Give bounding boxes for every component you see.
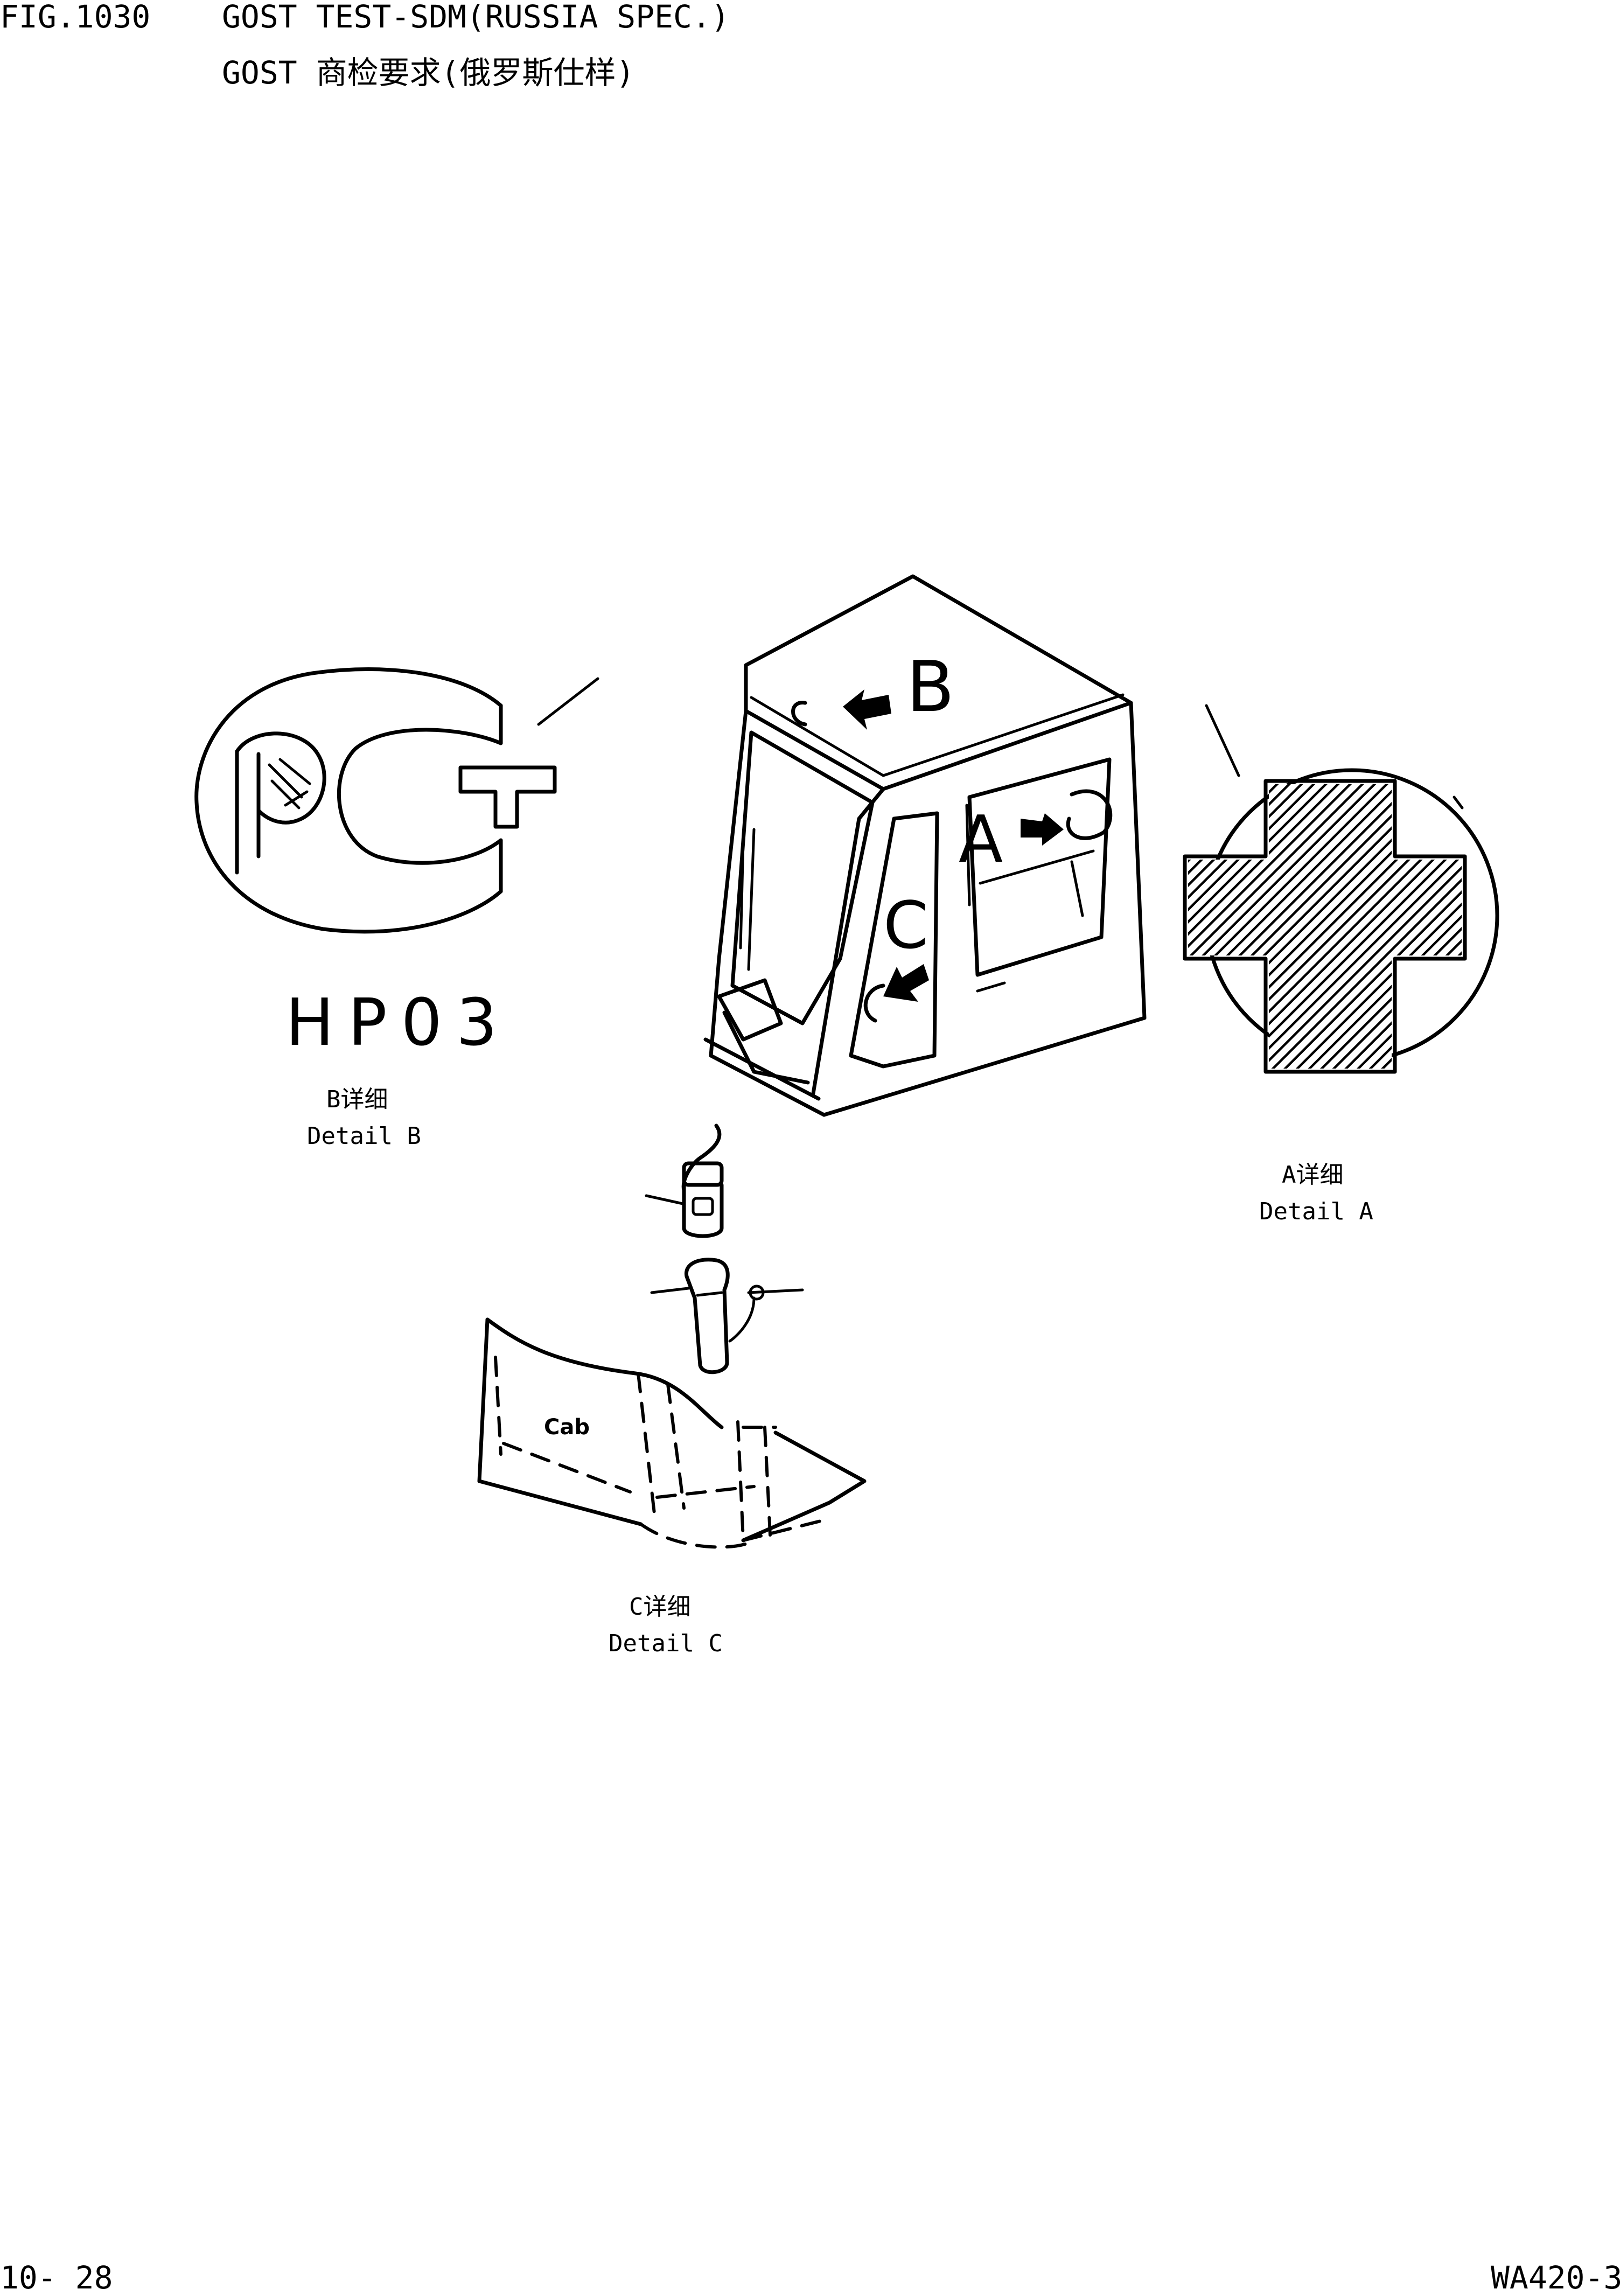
fire-extinguisher bbox=[645, 1123, 724, 1238]
detail-c-label-english: Detail C bbox=[609, 1630, 723, 1657]
callout-arrow-b bbox=[791, 689, 891, 730]
gost-pct-logo bbox=[194, 667, 599, 934]
figure-number: FIG.1030 bbox=[0, 0, 151, 35]
detail-a-leader-line bbox=[1205, 704, 1240, 777]
cab-drawing bbox=[703, 574, 1147, 1117]
callout-arrow-c bbox=[863, 964, 929, 1023]
callout-letter-c: C bbox=[883, 889, 928, 964]
figure-title-english: GOST TEST-SDM(RUSSIA SPEC.) bbox=[222, 0, 730, 35]
callout-arrow-a bbox=[1021, 789, 1113, 846]
cab-section-text: Cab bbox=[544, 1415, 590, 1440]
detail-a-label-english: Detail A bbox=[1259, 1198, 1373, 1225]
emergency-hammer bbox=[650, 1258, 804, 1374]
detail-b-label-english: Detail B bbox=[307, 1122, 421, 1150]
callout-letter-a: A bbox=[959, 802, 1003, 877]
detail-b-label-chinese: B详细 bbox=[326, 1086, 388, 1113]
detail-b-marking: HP03 bbox=[285, 986, 512, 1060]
page-number: 10- 28 bbox=[0, 2259, 113, 2296]
callout-letter-b: B bbox=[906, 646, 955, 728]
figure-title-chinese: GOST 商检要求(俄罗斯仕样) bbox=[222, 54, 635, 91]
cab-section-sketch bbox=[477, 1317, 867, 1549]
detail-a-cross-fill bbox=[1188, 784, 1462, 1069]
detail-a-label-chinese: A详细 bbox=[1282, 1161, 1344, 1189]
detail-c-label-chinese: C详细 bbox=[629, 1593, 691, 1621]
model-number: WA420-3 bbox=[1491, 2259, 1620, 2296]
